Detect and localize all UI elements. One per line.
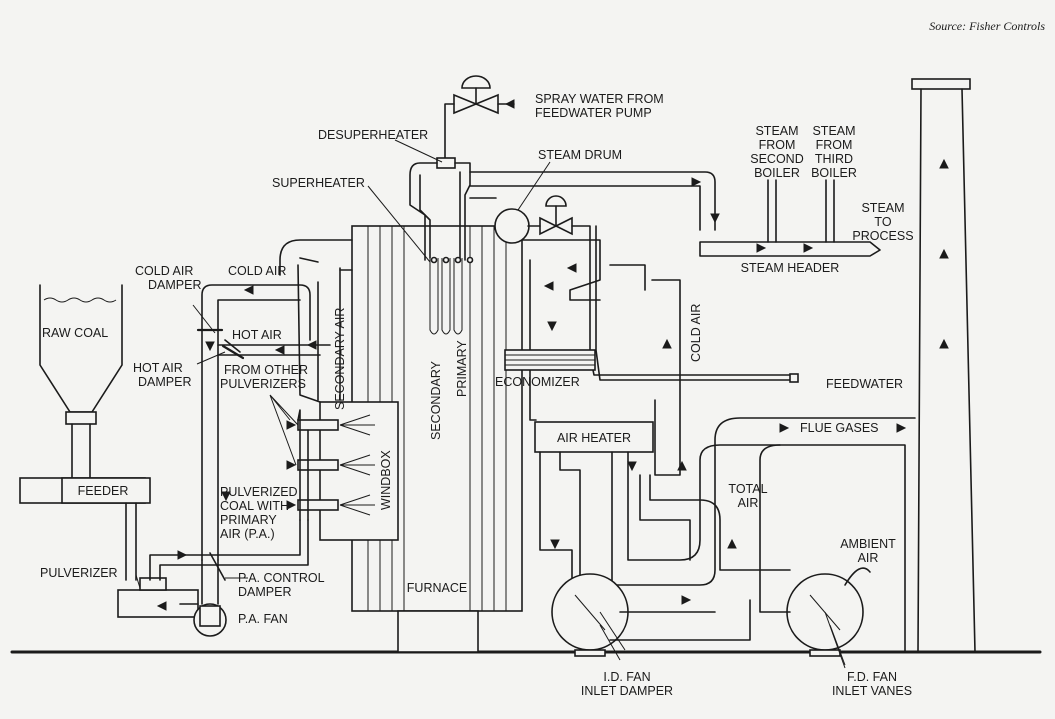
label-total-air-2: AIR — [738, 496, 759, 510]
label-to-process-3: PROCESS — [852, 229, 913, 243]
label-secondary-air: SECONDARY AIR — [333, 308, 347, 410]
label-ambient-air-2: AIR — [858, 551, 879, 565]
label-second-boiler-2: FROM — [759, 138, 796, 152]
label-third-boiler-4: BOILER — [811, 166, 857, 180]
label-air-heater: AIR HEATER — [557, 431, 631, 445]
label-pulverized-coal-4: AIR (P.A.) — [220, 527, 275, 541]
id-fan — [551, 573, 751, 661]
label-economizer: ECONOMIZER — [495, 375, 580, 389]
label-second-boiler-3: SECOND — [750, 152, 803, 166]
burners — [297, 414, 375, 516]
label-hot-air-damper-2: DAMPER — [138, 375, 191, 389]
label-pulverized-coal-2: COAL WITH — [220, 499, 289, 513]
label-id-fan-1: I.D. FAN — [603, 670, 650, 684]
pa-fan — [193, 559, 227, 637]
label-cold-air-damper-2: DAMPER — [148, 278, 201, 292]
label-pa-control-damper-1: P.A. CONTROL — [238, 571, 325, 585]
pointer-lines — [135, 139, 846, 669]
cold-air-duct — [651, 279, 687, 476]
label-pa-fan: P.A. FAN — [238, 612, 288, 626]
air-ducts-left — [149, 284, 331, 581]
coal-bin — [39, 284, 123, 479]
source-caption: Source: Fisher Controls — [929, 19, 1045, 33]
label-to-process-1: STEAM — [861, 201, 904, 215]
steam-header — [699, 179, 881, 257]
air-heater — [534, 421, 654, 453]
label-raw-coal: RAW COAL — [42, 326, 108, 340]
label-ambient-air-1: AMBIENT — [840, 537, 896, 551]
feeder — [61, 477, 151, 504]
label-superheater: SUPERHEATER — [272, 176, 365, 190]
secondary-air-duct — [279, 239, 353, 403]
label-steam-drum: STEAM DRUM — [538, 148, 622, 162]
stack — [911, 78, 976, 653]
label-primary: PRIMARY — [455, 340, 469, 397]
label-second-boiler-4: BOILER — [754, 166, 800, 180]
label-to-process-2: TO — [874, 215, 891, 229]
label-flue-gases: FLUE GASES — [800, 421, 879, 435]
label-third-boiler-2: FROM — [816, 138, 853, 152]
label-feedwater: FEEDWATER — [826, 377, 903, 391]
fd-fan — [759, 444, 871, 666]
steam-line — [469, 171, 720, 231]
label-steam-header: STEAM HEADER — [741, 261, 840, 275]
label-fd-fan-1: F.D. FAN — [847, 670, 897, 684]
label-secondary: SECONDARY — [429, 360, 443, 440]
label-cold-air-damper-1: COLD AIR — [135, 264, 193, 278]
label-feeder: FEEDER — [78, 484, 129, 498]
pulverizer — [117, 577, 199, 618]
desuperheater — [409, 75, 515, 261]
label-cold-air-right: COLD AIR — [689, 304, 703, 362]
label-spray-water-2: FEEDWATER PUMP — [535, 106, 652, 120]
label-third-boiler-3: THIRD — [815, 152, 853, 166]
label-desuperheater: DESUPERHEATER — [318, 128, 428, 142]
label-pulverizer: PULVERIZER — [40, 566, 118, 580]
labels: SPRAY WATER FROM FEEDWATER PUMP DESUPERH… — [40, 92, 914, 698]
label-other-pulverizers-2: PULVERIZERS — [220, 377, 306, 391]
label-windbox: WINDBOX — [379, 450, 393, 510]
label-pa-control-damper-2: DAMPER — [238, 585, 291, 599]
label-id-fan-2: INLET DAMPER — [581, 684, 673, 698]
label-other-pulverizers-1: FROM OTHER — [224, 363, 308, 377]
label-second-boiler-1: STEAM — [755, 124, 798, 138]
label-spray-water-1: SPRAY WATER FROM — [535, 92, 664, 106]
label-third-boiler-1: STEAM — [812, 124, 855, 138]
pa-to-burners — [221, 394, 309, 521]
label-hot-air: HOT AIR — [232, 328, 282, 342]
label-fd-fan-2: INLET VANES — [832, 684, 912, 698]
label-pulverized-coal-1: PULVERIZED — [220, 485, 298, 499]
feeder-chute — [125, 502, 137, 581]
backpass — [504, 239, 646, 421]
label-total-air-1: TOTAL — [728, 482, 767, 496]
label-pulverized-coal-3: PRIMARY — [220, 513, 277, 527]
label-hot-air-damper-1: HOT AIR — [133, 361, 183, 375]
label-furnace: FURNACE — [407, 581, 467, 595]
label-cold-air-top: COLD AIR — [228, 264, 286, 278]
furnace — [351, 225, 523, 653]
total-air-duct — [639, 474, 791, 571]
